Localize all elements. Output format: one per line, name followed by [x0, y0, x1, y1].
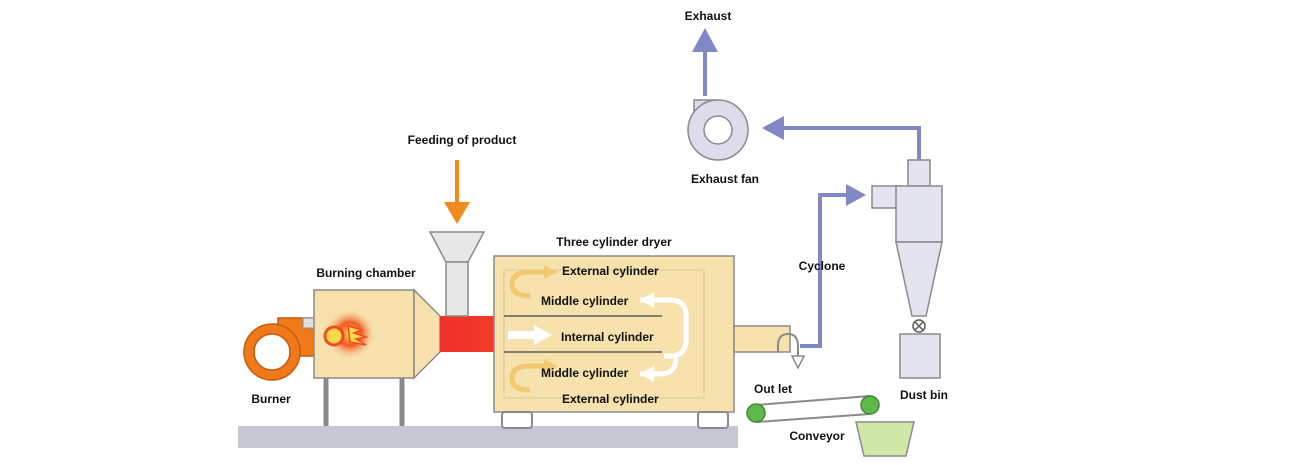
duct-to-cyclone — [800, 193, 848, 348]
burning-chamber — [313, 288, 441, 426]
label-feeding-of-product: Feeding of product — [408, 133, 517, 147]
feed-arrow — [444, 160, 470, 224]
label-conveyor: Conveyor — [789, 429, 845, 443]
arrow-up-icon — [692, 28, 718, 52]
label-exhaust: Exhaust — [685, 9, 732, 23]
flame-icon — [323, 324, 369, 347]
label-burner: Burner — [251, 392, 291, 406]
arrow-left-icon — [762, 116, 784, 140]
cyclone — [871, 159, 943, 333]
label-dust-bin: Dust bin — [900, 388, 948, 402]
flow-arrows — [509, 269, 689, 393]
burner — [243, 317, 323, 381]
label-external-cylinder-top: External cylinder — [562, 264, 659, 278]
arrow-right-icon — [544, 265, 558, 279]
arrow-left-icon — [640, 292, 654, 308]
label-external-cylinder-bottom: External cylinder — [562, 392, 659, 406]
label-internal-cylinder: Internal cylinder — [561, 330, 654, 344]
outlet — [777, 332, 806, 370]
floor-base — [238, 426, 738, 448]
collection-bin — [855, 421, 915, 457]
label-middle-cylinder-bottom: Middle cylinder — [541, 366, 629, 380]
feed-hopper — [428, 231, 486, 317]
duct-to-fan — [782, 126, 921, 160]
arrow-right-icon — [544, 359, 558, 373]
dust-bin — [899, 333, 941, 379]
arrow-left-icon — [640, 366, 654, 382]
label-exhaust-fan: Exhaust fan — [691, 172, 759, 186]
arrow-right-icon — [846, 184, 866, 206]
internal-arrow-icon — [508, 325, 552, 345]
label-cyclone: Cyclone — [799, 259, 846, 273]
conveyor — [746, 395, 880, 423]
label-out-let: Out let — [754, 382, 792, 396]
label-three-cylinder-dryer: Three cylinder dryer — [556, 235, 672, 249]
label-burning-chamber: Burning chamber — [316, 266, 416, 280]
label-middle-cylinder-top: Middle cylinder — [541, 294, 629, 308]
exhaust-fan — [687, 99, 749, 161]
